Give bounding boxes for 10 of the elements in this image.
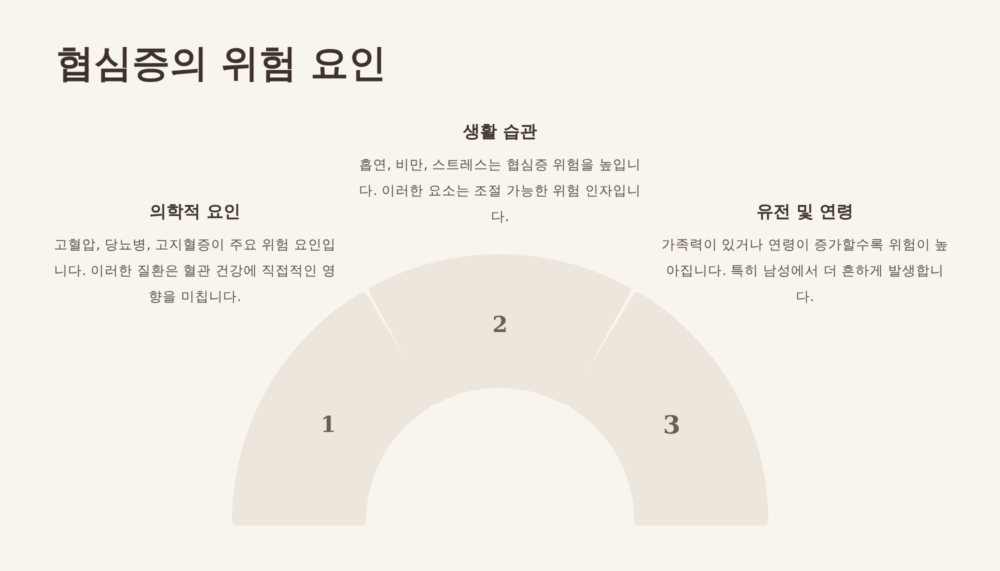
description: 흡연, 비만, 스트레스는 협심증 위험을 높입니다. 이러한 요소는 조절 가능한 위험 인자입니다. (358, 156, 642, 227)
title: 협심증의 위험 요인 (56, 40, 386, 87)
heading: 의학적 요인 (150, 201, 240, 223)
description: 고혈압, 당뇨병, 고지혈증이 주요 위험 요인입니다. 이러한 질환은 혈관 건강에 직접적인 영향을 미칩니다. (52, 236, 338, 307)
heading: 유전 및 연령 (756, 201, 854, 223)
segment-number: 3 (663, 410, 680, 440)
description: 가족력이 있거나 연령이 증가할수록 위험이 높아집니다. 특히 남성에서 더 흔하게 발생합니다. (660, 236, 950, 307)
heading: 생활 습관 (463, 121, 537, 143)
segment-number: 2 (492, 312, 508, 338)
segment-number: 1 (320, 412, 336, 438)
